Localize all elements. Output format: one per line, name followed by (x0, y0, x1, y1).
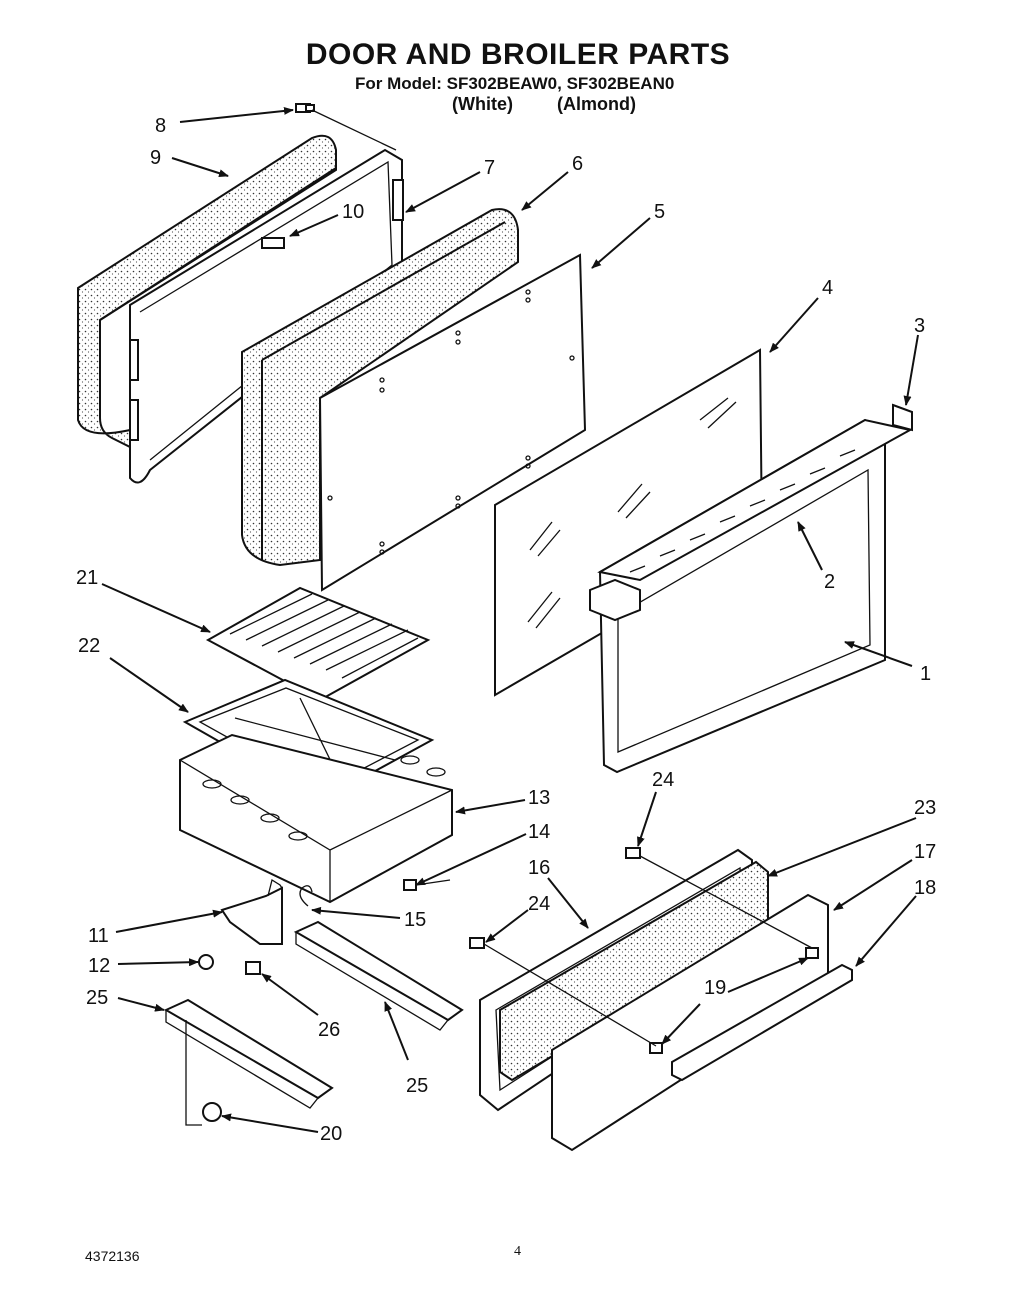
callout-labels: 1 2 3 4 5 6 7 8 9 10 11 12 13 14 15 16 1… (76, 115, 936, 1145)
callout-1: 1 (920, 663, 931, 685)
callout-14: 14 (528, 821, 550, 843)
page-title: DOOR AND BROILER PARTS (305, 38, 731, 71)
callout-22: 22 (78, 635, 100, 657)
part-19-spacer-b (805, 947, 819, 959)
document-number: 4372136 (85, 1248, 140, 1264)
part-26-screw (245, 961, 261, 975)
callout-13: 13 (528, 787, 550, 809)
part-13-broiler-pan (179, 733, 453, 904)
part-9-door-gasket (77, 134, 337, 450)
part-25-slide-rail-lower (163, 998, 334, 1126)
callout-17: 17 (914, 841, 936, 863)
page-number: 4 (514, 1244, 521, 1259)
part-14-clip (403, 879, 417, 891)
callout-24a: 24 (652, 769, 674, 791)
callout-16: 16 (528, 857, 550, 879)
callout-24b: 24 (528, 893, 550, 915)
leader-lines (101, 106, 919, 1133)
part-20-roller (202, 1102, 222, 1122)
model-line: For Model: SF302BEAW0, SF302BEAN0 (355, 74, 675, 93)
callout-26: 26 (318, 1019, 340, 1041)
callout-18: 18 (914, 877, 936, 899)
callout-3: 3 (914, 315, 925, 337)
callout-6: 6 (572, 153, 583, 175)
part-8-screw (295, 103, 315, 113)
callout-9: 9 (150, 147, 161, 169)
callout-25b: 25 (406, 1075, 428, 1097)
part-24-screw (625, 847, 641, 859)
callout-2: 2 (824, 571, 835, 593)
callout-23: 23 (914, 797, 936, 819)
part-12-bumper (198, 954, 214, 970)
part-19-spacer (649, 1042, 663, 1054)
callout-8: 8 (155, 115, 166, 137)
callout-4: 4 (822, 277, 833, 299)
variant-white: (White) (452, 94, 513, 114)
callout-25a: 25 (86, 987, 108, 1009)
callout-5: 5 (654, 201, 665, 223)
part-21-broiler-grid (205, 586, 431, 702)
part-24-screw-b (469, 937, 485, 949)
callout-21: 21 (76, 567, 98, 589)
part-18-handle (671, 963, 853, 1082)
callout-11: 11 (88, 925, 109, 947)
callout-15: 15 (404, 909, 426, 931)
callout-12: 12 (88, 955, 110, 977)
part-10-bracket (261, 237, 285, 249)
part-11-bracket (220, 878, 283, 945)
callout-7: 7 (484, 157, 495, 179)
part-5-inner-panel (318, 253, 587, 592)
callout-10: 10 (342, 201, 364, 223)
part-3-hinge-bracket (892, 403, 913, 432)
part-15-spring (299, 885, 313, 907)
assembly-lines (311, 109, 813, 1047)
variant-almond: (Almond) (557, 94, 636, 114)
callout-19: 19 (704, 977, 726, 999)
part-1-outer-frame (589, 403, 913, 774)
part-25-slide-rail-upper (293, 920, 464, 1031)
callout-20: 20 (320, 1123, 342, 1145)
